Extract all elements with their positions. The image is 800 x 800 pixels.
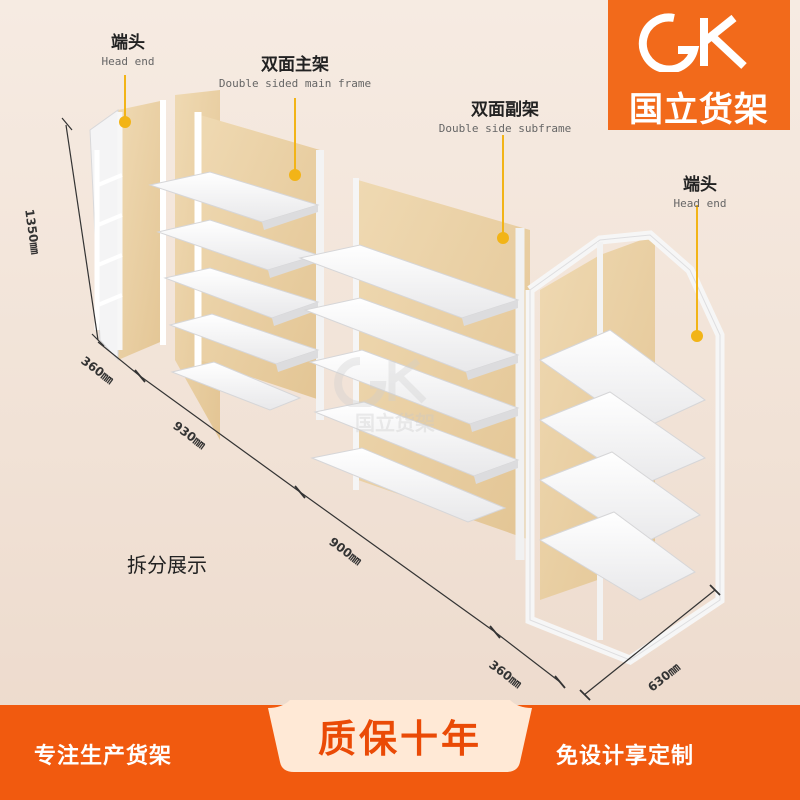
brand-name: 国立货架 [629, 90, 769, 130]
label-en: Double side subframe [438, 122, 572, 135]
right-head-end [525, 230, 725, 666]
main-frame [148, 90, 324, 440]
pointer-lines [124, 75, 698, 336]
dimension-lines [61, 117, 721, 701]
label-sub-frame: 双面副架 Double side subframe [415, 95, 595, 135]
label-head-end-right: 端头 Head end [655, 170, 745, 210]
label-en: Head end [673, 197, 727, 210]
sub-frame [298, 178, 530, 560]
label-cn: 端头 [111, 33, 145, 53]
label-cn: 端头 [683, 175, 717, 195]
watermark-mark-icon [334, 357, 427, 409]
label-en: Double sided main frame [218, 77, 372, 90]
center-tab-shape [268, 700, 532, 772]
label-cn: 双面主架 [261, 55, 329, 75]
pointer-dots [119, 116, 703, 342]
label-main-frame: 双面主架 Double sided main frame [200, 50, 390, 90]
bottom-left-text: 专注生产货架 [34, 744, 173, 769]
bottom-right-text: 免设计享定制 [556, 744, 695, 769]
left-head-end [89, 100, 166, 362]
label-head-end-left: 端头 Head end [83, 28, 173, 68]
watermark-logo: 国立货架 [330, 355, 460, 435]
label-en: Head end [101, 55, 155, 68]
caption-split-display: 拆分展示 [127, 553, 207, 577]
label-cn: 双面副架 [471, 100, 539, 120]
brand-logo: 国立货架 [608, 0, 790, 130]
watermark-text: 国立货架 [355, 411, 435, 435]
brand-mark-icon [638, 13, 747, 72]
warranty-text: 质保十年 [317, 717, 482, 761]
